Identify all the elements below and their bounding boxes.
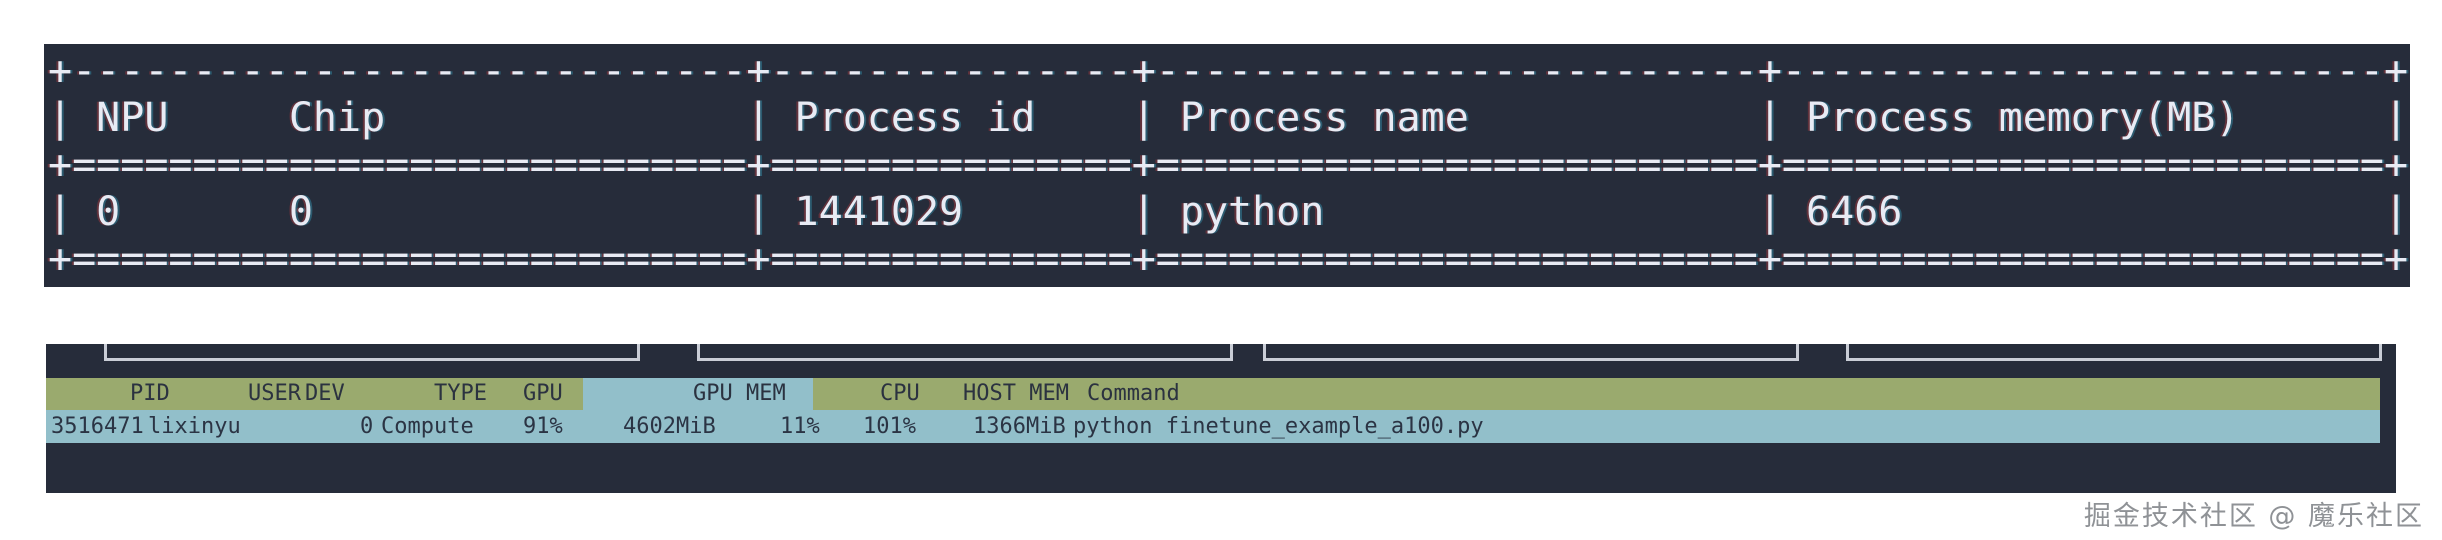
process-gpu-mem-pct: 11% [780, 414, 820, 439]
gauge-box-outline [104, 344, 640, 361]
header-command: Command [1087, 381, 1180, 406]
sort-column-highlight [583, 378, 813, 410]
npu-process-table: +----------------------------+----------… [48, 48, 2408, 283]
header-gpu: GPU [523, 381, 563, 406]
gauge-box-outline [1263, 344, 1799, 361]
npu-table-header-row: | NPU Chip | Process id | Process name |… [48, 95, 2409, 141]
header-gpu-mem: GPU MEM [693, 381, 786, 406]
process-type: Compute [381, 414, 474, 439]
process-list-header: PID USER DEV TYPE GPU GPU MEM CPU HOST M… [46, 378, 2380, 410]
process-gpu-util: 91% [523, 414, 563, 439]
gauge-box-outline [1846, 344, 2382, 361]
header-host-mem: HOST MEM [963, 381, 1069, 406]
watermark: 掘金技术社区 @ 魔乐社区 [2083, 501, 2424, 532]
process-gpu-mem: 4602MiB [623, 414, 716, 439]
npu-table-data-row: | 0 0 | 1441029 | python | 6466 | [48, 189, 2409, 235]
gpu-monitor-terminal: PID USER DEV TYPE GPU GPU MEM CPU HOST M… [46, 344, 2396, 493]
npu-smi-terminal: +----------------------------+----------… [44, 44, 2410, 287]
process-command: python finetune_example_a100.py [1073, 414, 1484, 439]
process-row: 3516471 lixinyu 0 Compute 91% 4602MiB 11… [46, 410, 2380, 443]
header-dev: DEV [305, 381, 345, 406]
header-user: USER [248, 381, 301, 406]
process-pid: 3516471 [51, 414, 144, 439]
npu-table-bottom-border: +============================+==========… [48, 236, 2409, 282]
header-pid: PID [130, 381, 170, 406]
header-type: TYPE [434, 381, 487, 406]
process-dev: 0 [360, 414, 374, 439]
process-user: lixinyu [148, 414, 241, 439]
process-cpu: 101% [863, 414, 916, 439]
npu-table-separator: +============================+==========… [48, 142, 2409, 188]
header-cpu: CPU [880, 381, 920, 406]
npu-table-top-border: +----------------------------+----------… [48, 48, 2409, 94]
process-host-mem: 1366MiB [973, 414, 1066, 439]
gauge-box-outline [697, 344, 1233, 361]
